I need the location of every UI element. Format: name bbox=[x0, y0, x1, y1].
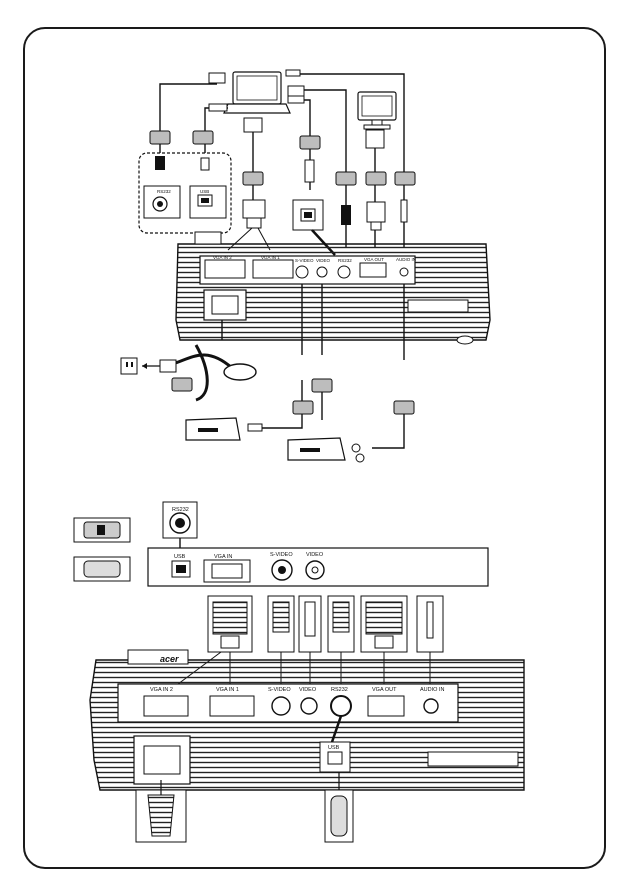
connector-row bbox=[207, 595, 444, 653]
bottom-vga-in-2-label: VGA IN 2 bbox=[150, 687, 173, 693]
bottom-vga-out-label: VGA OUT bbox=[372, 687, 397, 693]
bottom-audio-in-label: AUDIO IN bbox=[420, 687, 444, 693]
bottom-video-label: VIDEO bbox=[299, 687, 317, 693]
vga-splitter-connector bbox=[227, 199, 271, 251]
closeup-rs232-label: RS232 bbox=[172, 507, 189, 513]
bottom-usb-label: USB bbox=[328, 745, 340, 751]
top-vga-out-label: VGA OUT bbox=[364, 257, 384, 262]
monitor-icon bbox=[357, 91, 397, 130]
page-frame bbox=[23, 27, 606, 869]
bottom-rs232-label: RS232 bbox=[331, 687, 348, 693]
top-audio-in-label: AUDIO IN bbox=[396, 257, 416, 262]
zoom-video-label: VIDEO bbox=[306, 552, 324, 558]
cable-label-boxes bbox=[149, 130, 416, 415]
rs232-port-closeup: RS232 bbox=[162, 501, 198, 548]
top-video-label: VIDEO bbox=[316, 258, 331, 263]
top-s-video-label: S-VIDEO bbox=[295, 258, 314, 263]
rs232-plug-icon bbox=[73, 517, 131, 543]
bottom-cables-top-diagram bbox=[221, 284, 405, 449]
rs232-usb-inset: RS232 USB bbox=[138, 152, 232, 234]
power-cord-icon bbox=[159, 344, 257, 402]
top-vga-in-2-label: VGA IN 2 bbox=[213, 255, 232, 260]
zoom-vga-in-label: VGA IN bbox=[214, 554, 232, 560]
brand-logo: acer bbox=[160, 654, 179, 664]
top-vga-in-1-label: VGA IN 1 bbox=[261, 255, 280, 260]
zoom-panel: USB VGA IN S-VIDEO VIDEO bbox=[147, 547, 489, 587]
bottom-vga-in-1-label: VGA IN 1 bbox=[216, 687, 239, 693]
inset-rs232-label: RS232 bbox=[157, 189, 171, 194]
bottom-power-plug-icon bbox=[135, 780, 187, 843]
projector-top: VGA IN 2 VGA IN 1 S-VIDEO VIDEO RS232 VG… bbox=[175, 231, 491, 345]
vcr-icon bbox=[185, 417, 263, 441]
usb-plug-icon bbox=[73, 556, 131, 582]
bottom-s-video-label: S-VIDEO bbox=[268, 687, 291, 693]
laptop-connectors bbox=[208, 69, 385, 149]
projector-bottom: acer VGA IN 2 VGA IN 1 S-VIDEO VIDEO RS2… bbox=[89, 649, 525, 791]
top-plug-heads bbox=[341, 199, 408, 231]
usb-b-port-icon bbox=[292, 159, 336, 256]
zoom-s-video-label: S-VIDEO bbox=[270, 552, 293, 558]
zoom-usb-label: USB bbox=[174, 554, 186, 560]
inset-usb-label: USB bbox=[200, 189, 209, 194]
top-rs232-label: RS232 bbox=[338, 258, 352, 263]
bottom-usb-plug-icon bbox=[324, 772, 354, 843]
dvd-player-icon bbox=[287, 437, 365, 463]
power-outlet-icon bbox=[120, 357, 160, 375]
laptop-icon bbox=[223, 71, 291, 114]
